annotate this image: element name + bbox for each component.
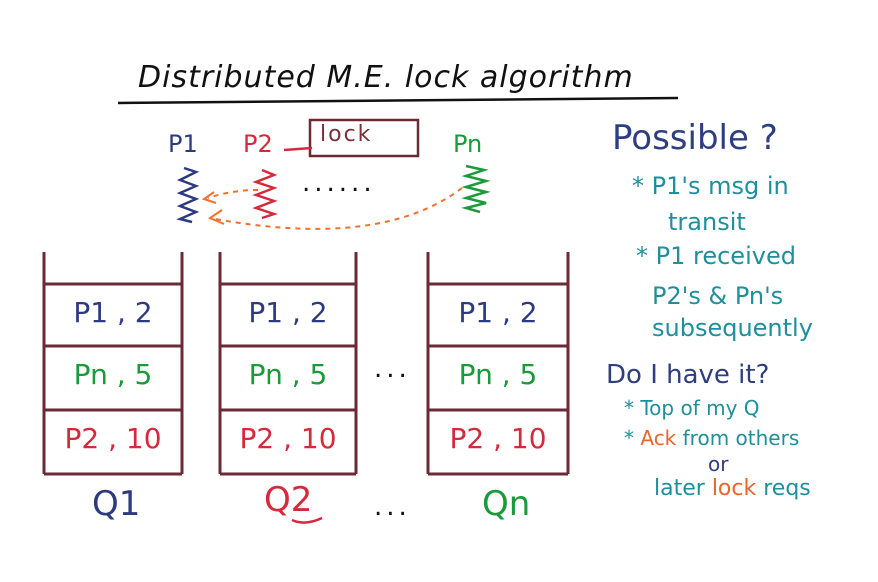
qn-entry-1: P1 , 2 bbox=[458, 296, 538, 329]
q-or: or bbox=[708, 452, 729, 476]
pn-spring bbox=[461, 164, 491, 214]
q-bullet2-star: * bbox=[624, 426, 634, 450]
lock-box bbox=[308, 118, 420, 158]
queue-label-q2: Q2 bbox=[264, 480, 313, 520]
q1-entry-1: P1 , 2 bbox=[73, 296, 153, 329]
q2-entry-1: P1 , 2 bbox=[248, 296, 328, 329]
q-later: later bbox=[654, 476, 705, 501]
queue-n-box bbox=[426, 252, 570, 476]
arrow-pn-to-p1 bbox=[209, 187, 463, 230]
queue-2-box bbox=[218, 252, 358, 476]
q-lock: lock bbox=[711, 476, 757, 501]
process-label-p2: P2 bbox=[243, 130, 273, 158]
bullet2-line2: P2's & Pn's bbox=[652, 282, 784, 310]
arrow-head-2 bbox=[207, 209, 225, 225]
bullet2-line3: subsequently bbox=[652, 314, 813, 342]
q1-entry-3: P2 , 10 bbox=[64, 422, 162, 455]
lock-label: lock bbox=[320, 122, 373, 147]
queue-label-q1: Q1 bbox=[92, 484, 141, 524]
q-bullet2-ack: Ack bbox=[640, 426, 677, 450]
q2-entry-2: Pn , 5 bbox=[248, 358, 328, 391]
process-label-pn: Pn bbox=[453, 130, 483, 158]
title-underline bbox=[117, 96, 679, 105]
queue-dots: ... bbox=[374, 354, 411, 384]
q2-underline bbox=[291, 516, 323, 524]
queue-label-dots: ... bbox=[374, 492, 411, 522]
queue-1-box bbox=[42, 252, 184, 476]
bullet1-line2: transit bbox=[668, 208, 746, 236]
q2-entry-3: P2 , 10 bbox=[239, 422, 337, 455]
q-bullet2-rest: from others bbox=[682, 426, 800, 450]
arrow-p2-to-p1 bbox=[207, 189, 259, 199]
do-i-have-it-question: Do I have it? bbox=[606, 360, 770, 390]
p1-spring bbox=[176, 166, 200, 224]
process-dots: ...... bbox=[302, 168, 376, 198]
q1-entry-2: Pn , 5 bbox=[73, 358, 153, 391]
q-bullet1: * Top of my Q bbox=[624, 396, 760, 420]
qn-entry-3: P2 , 10 bbox=[449, 422, 547, 455]
process-label-p1: P1 bbox=[168, 130, 198, 158]
p2-lock-connector bbox=[283, 146, 313, 152]
arrow-head-1 bbox=[201, 191, 217, 204]
p2-spring bbox=[252, 168, 278, 220]
qn-entry-2: Pn , 5 bbox=[458, 358, 538, 391]
q-later-line: later lock reqs bbox=[654, 476, 811, 501]
possible-heading: Possible ? bbox=[612, 118, 778, 158]
queue-label-qn: Qn bbox=[482, 484, 531, 524]
bullet2-line1: * P1 received bbox=[636, 242, 796, 270]
diagram-title: Distributed M.E. lock algorithm bbox=[138, 60, 634, 95]
bullet1-line1: * P1's msg in bbox=[632, 172, 789, 200]
q-reqs: reqs bbox=[763, 476, 811, 501]
q-bullet2: * Ack from others bbox=[624, 426, 799, 450]
